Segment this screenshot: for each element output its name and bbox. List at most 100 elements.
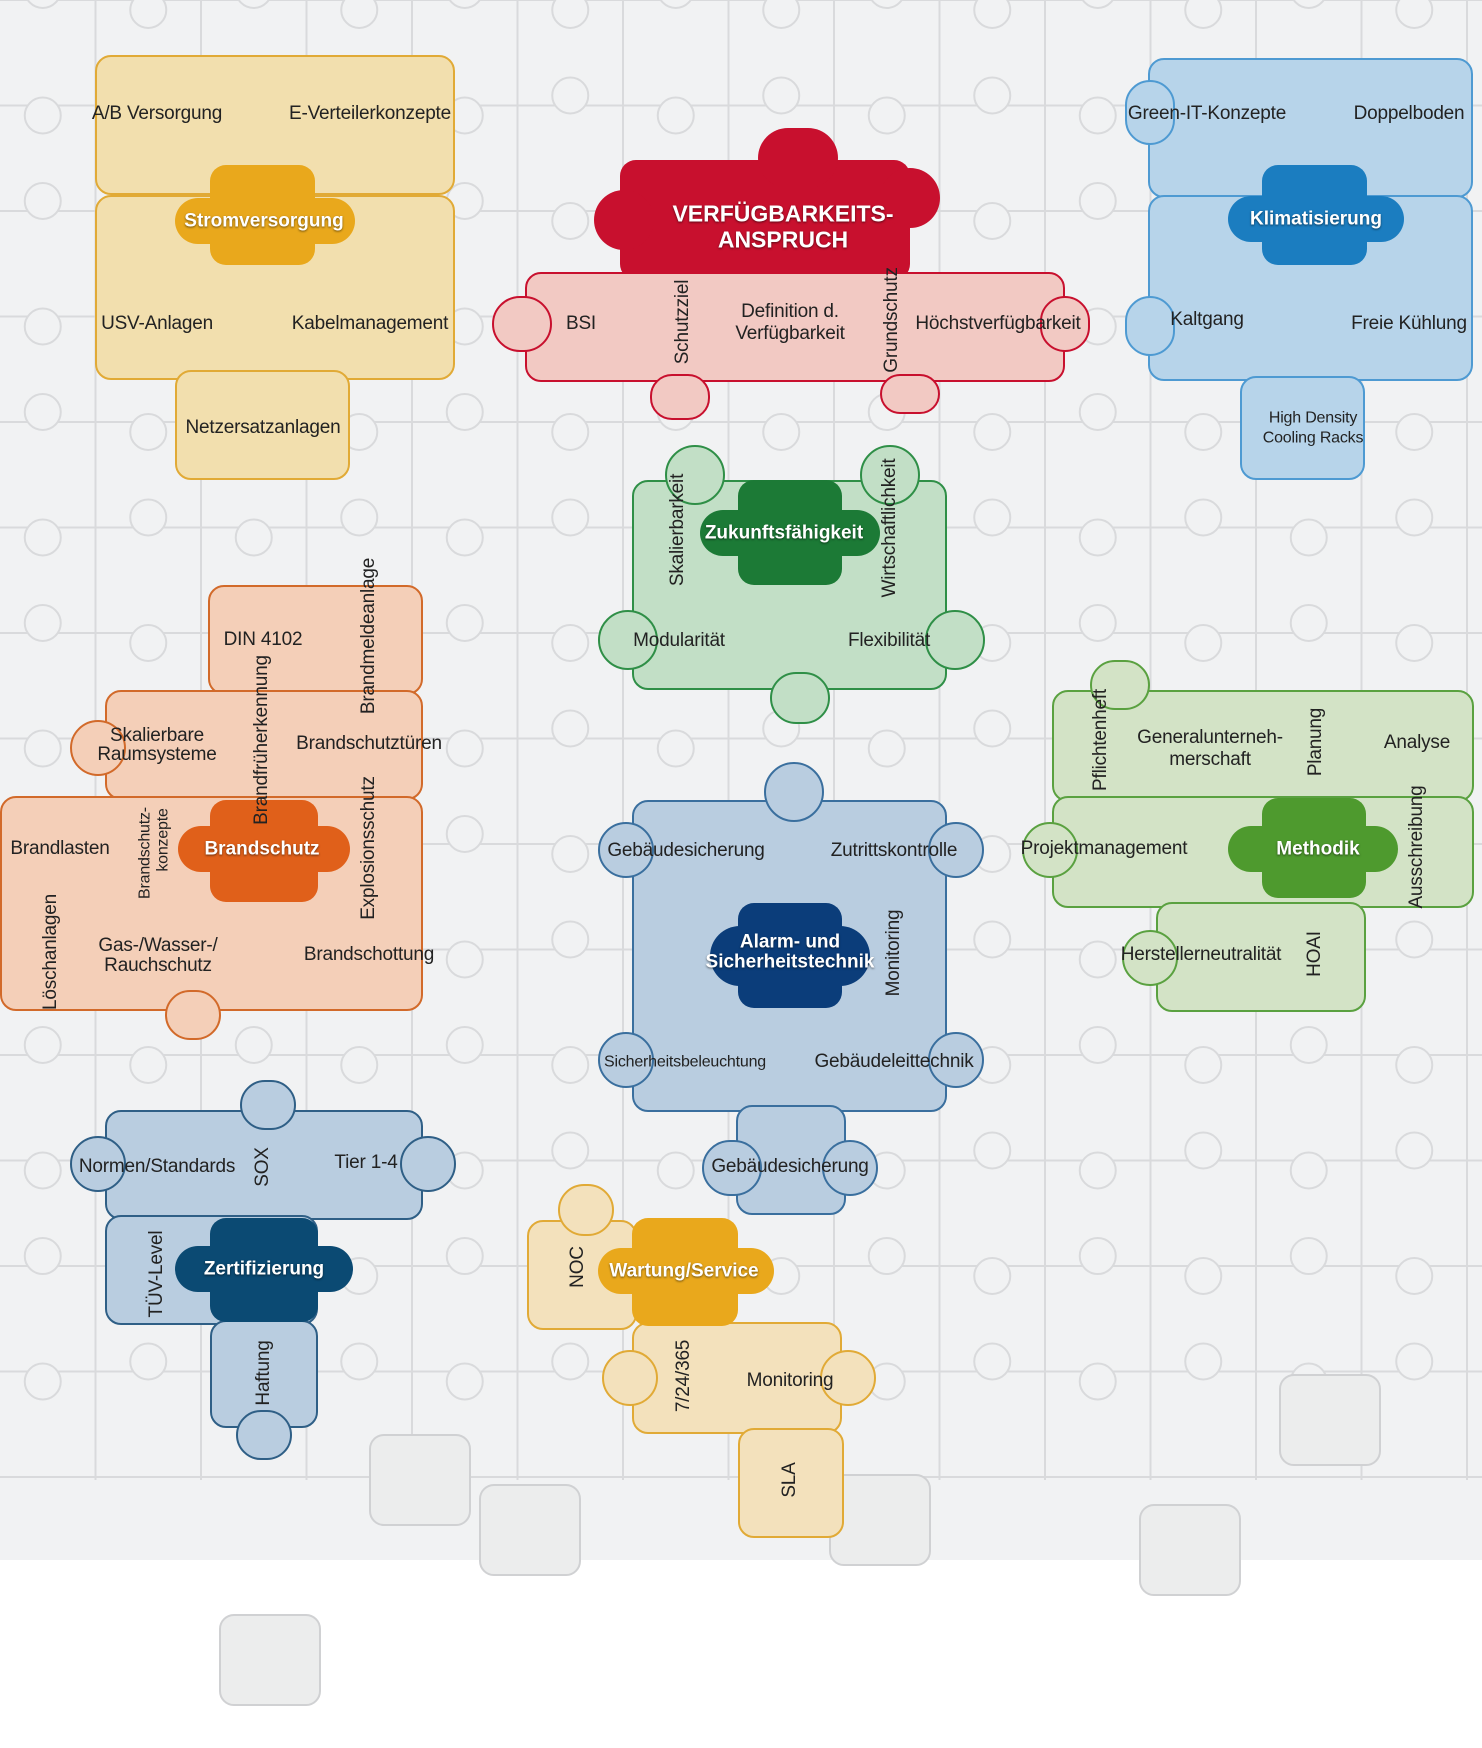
topic-kabelmanagement: Kabelmanagement [292,314,449,334]
topic-gebaeudeleittechnik: Gebäudeleittechnik [814,1052,973,1072]
topic-verfuegbarkeit: Verfügbarkeit [735,324,844,344]
grid-knob [1185,1258,1221,1294]
grid-knob [974,1258,1010,1294]
grid-knob [1080,183,1116,219]
topic-definition: Definition d. [741,302,839,322]
topic-hoai: HOAI [1305,931,1325,977]
grid-knob [1396,1344,1432,1380]
grid-knob [447,394,483,430]
grid-knob [869,731,905,767]
topic-monitoring-wartung: Monitoring [747,1371,834,1391]
topic-ab-versorgung: A/B Versorgung [92,104,222,124]
grid-knob [25,309,61,345]
topic-high-density: High Density [1269,410,1357,427]
grid-knob [763,0,799,28]
loose-puzzle-piece [1280,1375,1380,1465]
loose-puzzle-piece [830,1475,930,1565]
wartung-hub-label: Wartung/Service [609,1261,758,1282]
zert-hub-label: Zertifizierung [204,1259,324,1280]
topic-brandschutztueren: Brandschutztüren [296,734,442,754]
grid-knob [25,1153,61,1189]
grid-knob [974,500,1010,536]
grid-knob [1185,0,1221,28]
alarm-hub-line1: Alarm- und [740,932,840,953]
grid-knob [1396,625,1432,661]
loose-puzzle-piece [1140,1505,1240,1595]
grid-knob [447,1027,483,1063]
grid-knob [1291,520,1327,556]
grid-knob [552,203,588,239]
grid-knob [447,1238,483,1274]
grid-knob [25,731,61,767]
topic-tier: Tier 1-4 [334,1153,397,1173]
grid-knob [1396,0,1432,28]
grid-knob [130,625,166,661]
zukunft-block-right [925,610,985,670]
topic-kaltgang: Kaltgang [1170,310,1243,330]
grid-knob [974,0,1010,28]
topic-zutrittskontrolle: Zutrittskontrolle [831,841,957,861]
grid-knob [130,414,166,450]
grid-knob [25,1238,61,1274]
grid-knob [130,500,166,536]
topic-wirtschaftlichkeit: Wirtschaftlichkeit [880,459,900,598]
grid-knob [447,942,483,978]
grid-knob [658,731,694,767]
verf-hub-line2: ANSPRUCH [718,228,848,253]
topic-din-4102: DIN 4102 [224,630,303,650]
alarm-hub-line2: Sicherheitstechnik [706,952,875,973]
loose-puzzle-piece [220,1615,320,1705]
grid-knob [25,98,61,134]
grid-knob [1080,98,1116,134]
topic-skalierbare: Skalierbare [110,726,204,746]
grid-knob [25,1364,61,1400]
grid-knob [869,98,905,134]
topic-sox: SOX [253,1147,273,1187]
grid-knob [552,922,588,958]
zert-knob-t [240,1080,296,1130]
topic-herstellerneutralitaet: Herstellerneutralität [1121,945,1282,965]
klima-hub-label: Klimatisierung [1250,209,1382,230]
grid-knob [552,414,588,450]
topic-analyse: Analyse [1384,733,1450,753]
grid-knob [341,500,377,536]
grid-knob [552,500,588,536]
grid-knob [130,1344,166,1380]
klima-block-3 [1240,376,1365,480]
verf-block-bottom [650,374,710,420]
grid-knob [236,1027,272,1063]
loose-puzzle-piece [480,1485,580,1575]
grid-knob [25,183,61,219]
grid-knob [1080,1364,1116,1400]
grid-knob [763,78,799,114]
grid-knob [552,1133,588,1169]
grid-knob [447,816,483,852]
grid-knob [658,1153,694,1189]
grid-knob [25,394,61,430]
topic-noc: NOC [568,1246,588,1288]
topic-gebaeudesicherung-1: Gebäudesicherung [607,841,764,861]
topic-planung: Planung [1306,708,1326,776]
topic-generalunternehmerschaft-1: Generalunterneh- [1137,728,1283,748]
topic-skalierbarkeit: Skalierbarkeit [668,474,688,586]
grid-knob [1080,942,1116,978]
methodik-hub-label: Methodik [1276,839,1359,860]
topic-netzersatzanlagen: Netzersatzanlagen [185,418,340,438]
topic-grundschutz: Grundschutz [882,267,902,373]
topic-hoechstverfuegbarkeit: Höchstverfügbarkeit [915,314,1080,334]
grid-knob [447,731,483,767]
grid-knob [25,605,61,641]
topic-brandschutzkonzepte-1: Brandschutz- [137,807,154,899]
grid-knob [447,605,483,641]
topic-green-it: Green-IT-Konzepte [1128,104,1286,124]
grid-knob [974,711,1010,747]
grid-knob [974,922,1010,958]
grid-knob [130,0,166,28]
grid-knob [552,836,588,872]
grid-knob [1185,414,1221,450]
grid-knob [1185,625,1221,661]
grid-knob [1291,1153,1327,1189]
brand-block-knob-b [165,990,221,1040]
zert-knob-b [236,1410,292,1460]
